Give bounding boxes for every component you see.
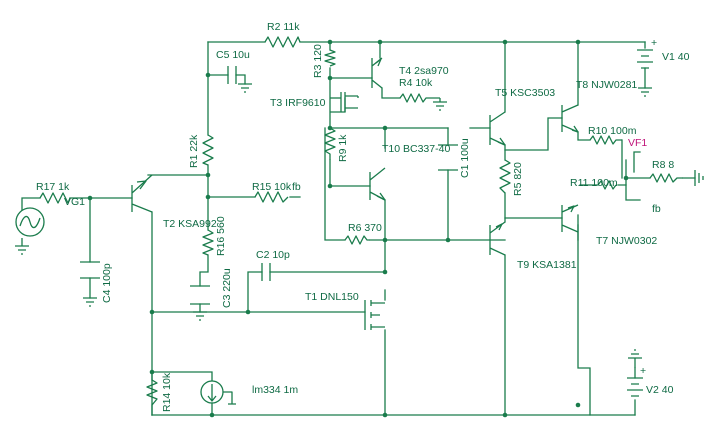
label-v1: V1 40 <box>662 51 690 63</box>
resistor-r2 <box>264 36 301 48</box>
label-r9: R9 1k <box>337 134 349 162</box>
label-c1: C1 100u <box>459 138 471 178</box>
label-fb2: fb <box>652 203 661 215</box>
junctions <box>87 39 629 418</box>
resistor-r4 <box>399 93 440 103</box>
resistor-r14 <box>146 379 158 406</box>
battery-v1 <box>637 49 653 69</box>
label-r1: R1 22k <box>188 134 200 168</box>
current-source-lm334 <box>200 380 236 405</box>
transistor-t2 <box>131 174 153 213</box>
ground-c3 <box>193 311 207 321</box>
resistors <box>39 36 683 406</box>
transistor-t3 <box>330 92 359 112</box>
transistor-t10 <box>369 167 386 201</box>
label-c4: C4 100p <box>101 263 113 303</box>
label-t3: T3 IRF9610 <box>270 97 326 109</box>
transistor-t9 <box>489 221 506 256</box>
ground-v1 <box>638 87 652 97</box>
label-v1-plus: + <box>651 37 657 49</box>
resistor-r3 <box>324 49 336 67</box>
label-lm334: lm334 1m <box>252 384 298 396</box>
resistor-r11 <box>597 180 617 190</box>
label-r17: R17 1k <box>36 181 70 193</box>
capacitor-c5 <box>227 66 237 84</box>
wires <box>21 41 696 416</box>
ground-c5 <box>238 83 252 93</box>
resistor-r16 <box>202 229 214 256</box>
resistor-r15 <box>254 191 289 203</box>
label-t10: T10 BC337-40 <box>382 143 450 155</box>
resistor-r9 <box>324 127 336 160</box>
label-t4: T4 2sa970 <box>399 65 449 77</box>
label-c5: C5 10u <box>216 49 250 61</box>
ground-c4 <box>83 297 97 307</box>
capacitors <box>80 66 458 305</box>
label-r4: R4 10k <box>399 77 433 89</box>
label-r5: R5 820 <box>512 162 524 196</box>
label-t2: T2 KSA992 <box>163 218 217 230</box>
capacitor-c4 <box>80 261 100 279</box>
label-t1: T1 DNL150 <box>305 291 359 303</box>
label-t8: T8 NJW0281 <box>576 79 637 91</box>
label-vg1: VG1 <box>64 196 85 208</box>
label-vf1: VF1 <box>628 137 647 149</box>
resistor-r17 <box>39 192 71 204</box>
label-v2: V2 40 <box>646 384 674 396</box>
label-c3: C3 220u <box>221 268 233 308</box>
label-r15: R15 10k <box>252 181 292 193</box>
transistor-t1 <box>364 300 385 330</box>
ground-r8 <box>694 170 704 186</box>
ground-vg1 <box>15 238 29 255</box>
transistors <box>131 57 579 330</box>
capacitor-c3 <box>190 285 210 305</box>
label-fb1: fb <box>292 181 301 193</box>
sources <box>15 49 653 405</box>
resistor-r1 <box>202 134 214 166</box>
ground-r4 <box>433 98 447 111</box>
label-v2-plus: + <box>640 365 646 377</box>
label-r10: R10 100m <box>588 125 637 137</box>
label-t9: T9 KSA1381 <box>517 259 577 271</box>
label-t7: T7 NJW0302 <box>596 235 657 247</box>
signal-generator-vg1 <box>15 207 45 237</box>
label-r16: R16 560 <box>215 216 227 256</box>
component-labels: R2 11k C5 10u R3 120 T4 2sa970 R4 10k V1… <box>36 21 690 412</box>
resistor-r8 <box>649 173 683 183</box>
resistor-r6 <box>344 235 370 245</box>
label-r6: R6 370 <box>348 222 382 234</box>
label-r3: R3 120 <box>312 44 324 78</box>
grounds <box>15 83 704 368</box>
transistor-t8 <box>561 104 579 133</box>
label-r2: R2 11k <box>267 21 300 33</box>
resistor-r10 <box>589 135 622 145</box>
resistor-r5 <box>499 159 511 194</box>
transistor-t5 <box>489 111 506 146</box>
label-r8: R8 8 <box>652 159 674 171</box>
label-c2: C2 10p <box>256 249 290 261</box>
battery-v2 <box>627 377 643 397</box>
transistor-t7 <box>561 204 579 233</box>
label-t5: T5 KSC3503 <box>495 87 555 99</box>
capacitor-c1 <box>438 144 458 171</box>
label-r14: R14 10k <box>161 372 173 412</box>
label-r11: R11 100m <box>570 177 618 189</box>
ground-v2 <box>628 349 642 368</box>
transistor-t4 <box>371 57 383 89</box>
capacitor-c2 <box>261 263 271 281</box>
